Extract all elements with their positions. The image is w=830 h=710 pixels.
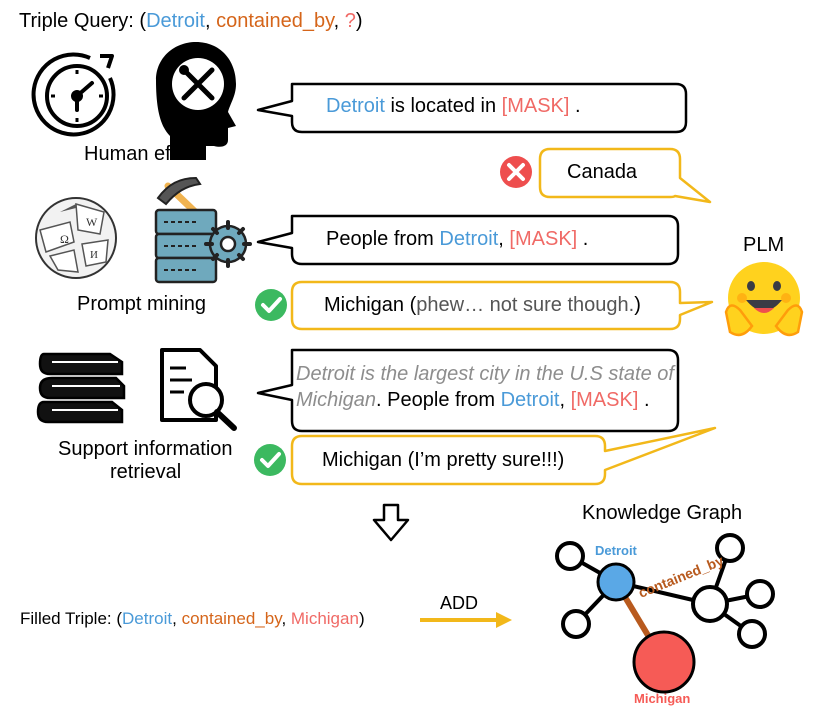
query-tail: ?	[344, 10, 356, 32]
prompt-bubble-1	[256, 82, 688, 134]
prompt-comma: ,	[498, 228, 510, 250]
check-icon	[254, 444, 286, 476]
clock-icon	[31, 52, 116, 137]
add-label: ADD	[440, 593, 479, 613]
prompt-mask: [MASK]	[509, 228, 578, 250]
mining-server-icon	[154, 176, 252, 284]
method-support-label-2: retrieval	[110, 461, 182, 483]
svg-text:W: W	[86, 215, 98, 229]
query-close: )	[355, 10, 363, 32]
books-icon	[36, 352, 126, 424]
answer-aside: phew… not sure though.	[416, 294, 635, 316]
answer-close: )	[634, 294, 641, 316]
document-search-icon	[160, 348, 237, 431]
method-mining-label: Prompt mining	[77, 293, 206, 315]
kg-title: Knowledge Graph	[582, 502, 743, 524]
huggingface-icon	[724, 262, 804, 337]
query-relation: contained_by	[216, 10, 334, 32]
svg-text:И: И	[90, 249, 98, 261]
filled-close: )	[358, 609, 365, 628]
kg-node-head-label: Detroit	[595, 543, 637, 558]
query-comma: ,	[333, 10, 345, 32]
plm-label: PLM	[743, 234, 785, 256]
right-arrow-icon	[420, 612, 512, 628]
prompt-mid: . People from	[376, 389, 501, 411]
answer-2-text: Michigan (phew… not sure though.)	[324, 294, 641, 317]
prompt-3-text: Detroit is the largest city in the U.S s…	[296, 361, 674, 413]
prompt-end: .	[569, 95, 581, 117]
answer-main: Michigan (	[324, 294, 417, 316]
support-sentence-line2: Michigan	[296, 389, 377, 411]
check-icon	[255, 289, 287, 321]
filled-label: Filled Triple: (	[20, 609, 123, 628]
prompt-mask: [MASK]	[570, 389, 639, 411]
filled-comma: ,	[172, 609, 182, 628]
prompt-bubble-3	[256, 348, 680, 433]
filled-comma: ,	[281, 609, 291, 628]
knowledge-graph	[555, 533, 775, 694]
answer-bubble-3	[290, 426, 717, 486]
prompt-mask: [MASK]	[501, 95, 570, 117]
answer-bubble-2	[290, 280, 714, 331]
svg-text:Ω: Ω	[60, 232, 69, 246]
query-label: Triple Query: (	[19, 10, 147, 32]
prompt-entity: Detroit	[500, 389, 560, 411]
support-sentence-line1: Detroit is the largest city in the U.S s…	[296, 363, 674, 385]
answer-bubble-1	[538, 147, 712, 204]
filled-tail: Michigan	[290, 609, 359, 628]
wikipedia-icon: Ω W И	[35, 197, 117, 279]
prompt-middle: is located in	[384, 95, 502, 117]
query-comma: ,	[204, 10, 217, 32]
prompt-end: .	[577, 228, 589, 250]
head-tools-icon	[156, 42, 236, 160]
method-human-label: Human effort	[84, 143, 200, 165]
prompt-entity: Detroit	[439, 228, 499, 250]
method-support-label-1: Support information	[58, 438, 233, 460]
answer-1-text: Canada	[567, 161, 638, 183]
answer-3-text: Michigan (I’m pretty sure!!!)	[322, 449, 565, 471]
prompt-comma: ,	[559, 389, 571, 411]
prompt-1-text: Detroit is located in [MASK] .	[326, 95, 581, 118]
prompt-end: .	[638, 389, 650, 411]
triple-query: Triple Query: (Detroit, contained_by, ?)	[19, 10, 363, 33]
prompt-bubble-2	[256, 214, 680, 266]
filled-head: Detroit	[122, 609, 173, 628]
kg-node-tail-label: Michigan	[634, 691, 691, 706]
down-arrow-icon	[372, 503, 410, 542]
prompt-2-text: People from Detroit, [MASK] .	[326, 228, 588, 251]
prompt-entity: Detroit	[326, 95, 385, 117]
filled-triple: Filled Triple: (Detroit, contained_by, M…	[20, 609, 365, 629]
cross-icon	[500, 156, 532, 188]
query-head: Detroit	[146, 10, 205, 32]
filled-relation: contained_by	[181, 609, 282, 628]
prompt-start: People from	[326, 228, 440, 250]
